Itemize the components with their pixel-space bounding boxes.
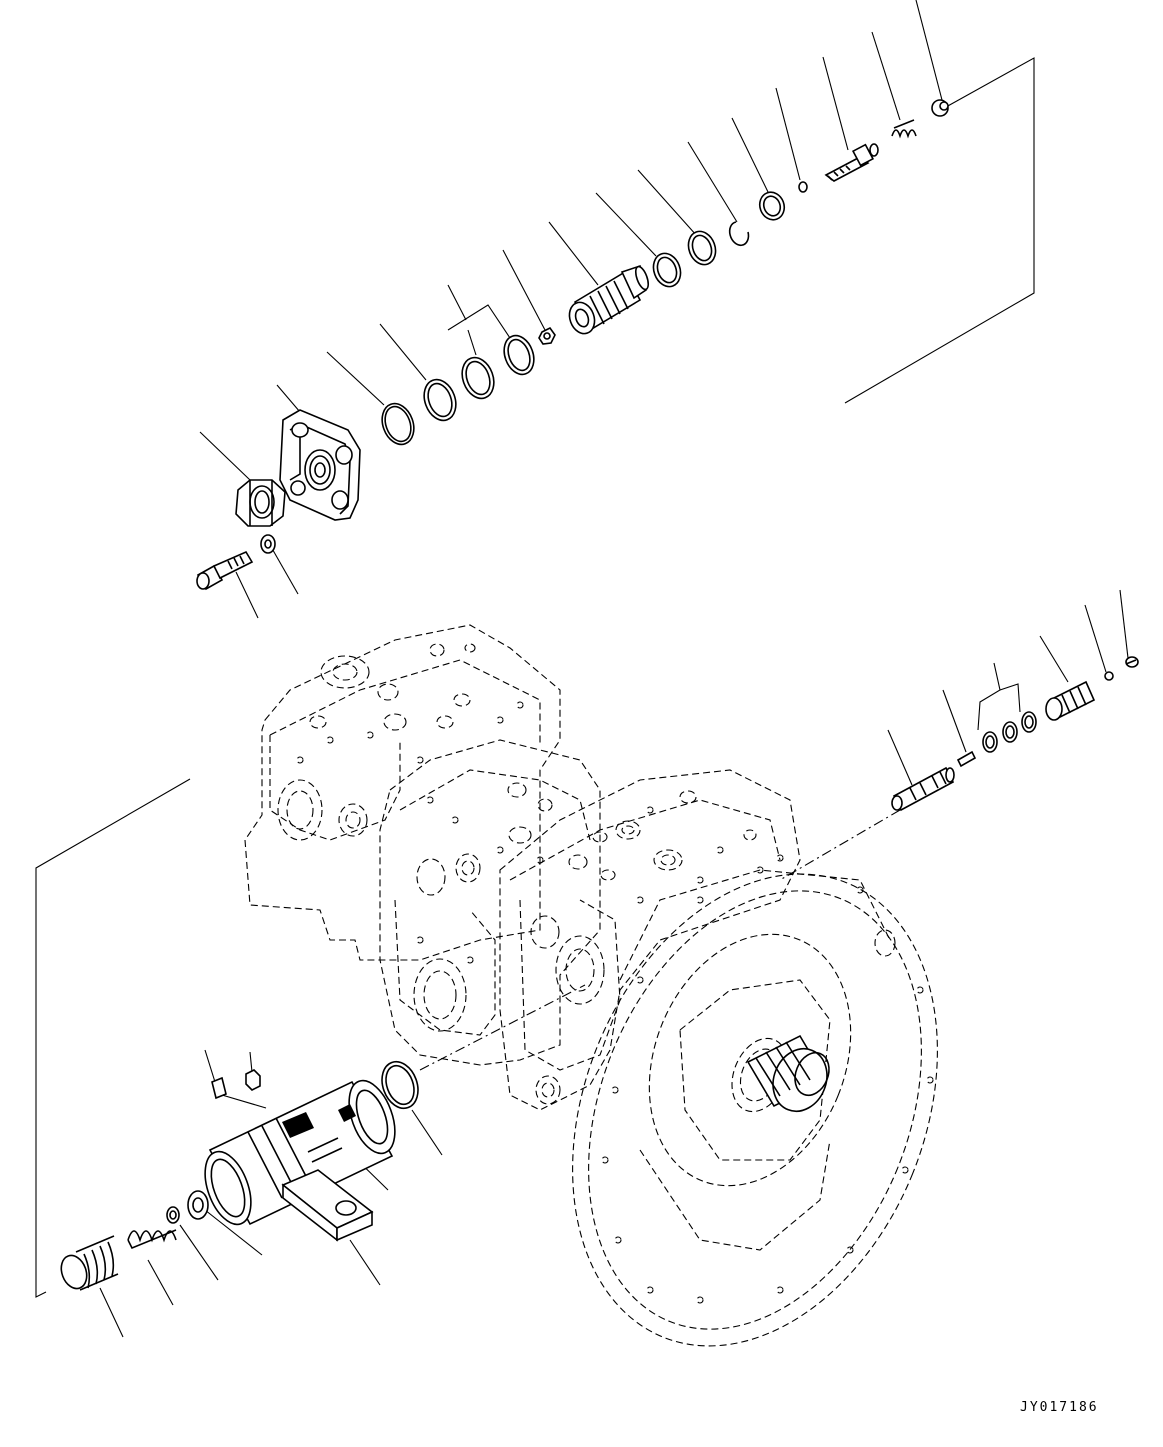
leader-lines-upper [199,0,943,619]
o-ring-right-pair-part [982,711,1037,753]
plug-lower-part-2 [245,1069,261,1091]
lower-assembly-bracket [35,778,191,1298]
regulator-sleeve-part [204,1079,396,1226]
ball-right-part [1104,671,1114,681]
nut-lower-part [166,1206,180,1224]
piston-part [568,264,650,335]
o-ring-pair-part [461,334,535,400]
plug-right-part [1125,656,1139,668]
plug-lower-part-1 [211,1076,227,1100]
bolt-part [196,550,254,591]
right-axis-centerline [779,809,901,881]
cover-plate-part [279,409,361,521]
plug-part [931,99,949,117]
lower-axis-centerline [419,984,586,1071]
leader-lines-right [887,589,1129,786]
lever-block-part [281,1169,374,1242]
o-ring-part-1 [758,191,786,221]
outer-spring-part [60,1235,119,1291]
spool-right-part [891,766,955,812]
input-shaft-part [746,1034,830,1113]
piston-right-part [1045,680,1096,721]
pump-body-outline [244,624,938,1347]
inner-spring-part [127,1229,177,1250]
snap-ring-part [728,221,750,247]
o-ring-lower-part [381,1060,419,1110]
ball-part [798,181,808,193]
pin-right-part [956,750,977,768]
nut-small-part [538,326,556,345]
hex-nut-part [235,479,286,527]
drawing-number: JY017186 [1020,1400,1099,1415]
upper-assembly-bracket [844,57,1035,404]
washer-part [260,534,276,554]
o-ring-part-2 [687,230,717,266]
o-ring-part-4 [423,378,457,422]
o-ring-part-3 [652,252,682,288]
washer-lower-part [187,1190,209,1220]
o-ring-part-5 [381,402,415,446]
small-spring-part [891,119,917,139]
pilot-spool-part [824,143,879,182]
